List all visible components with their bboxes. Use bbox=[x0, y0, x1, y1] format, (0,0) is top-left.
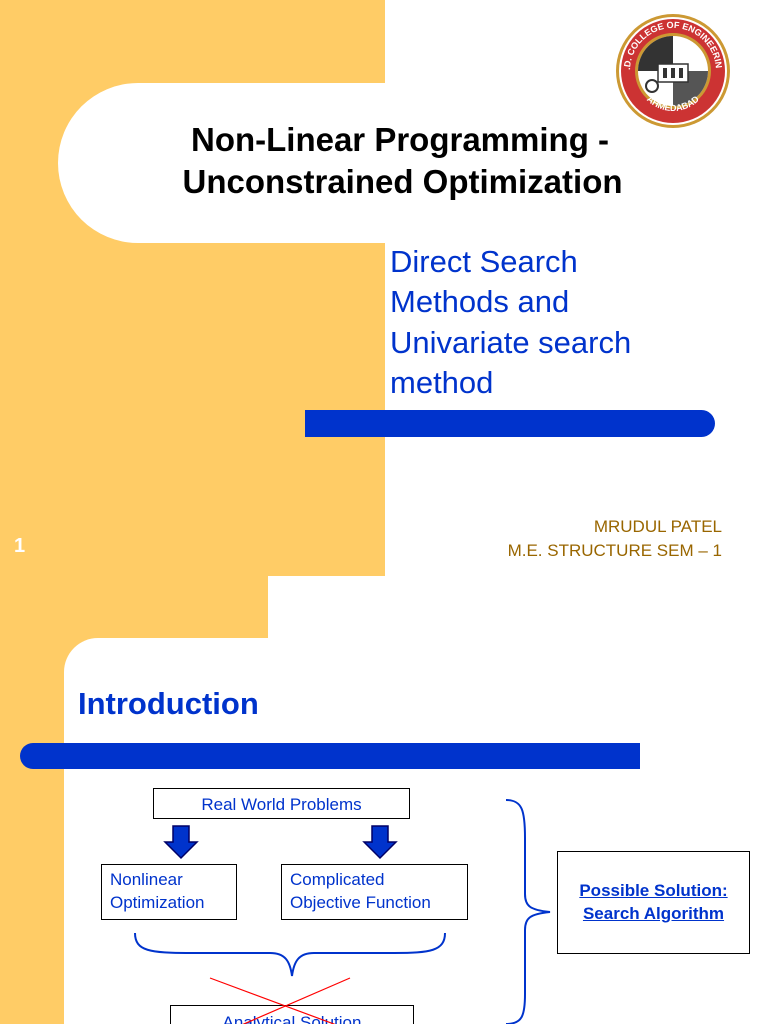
author-course: M.E. STRUCTURE SEM – 1 bbox=[507, 541, 722, 560]
title-slide: Non-Linear Programming - Unconstrained O… bbox=[0, 0, 730, 576]
slide-number: 1 bbox=[14, 535, 26, 557]
logo-seal: L.D. COLLEGE OF ENGINEERING AHMEDABAD bbox=[610, 4, 730, 128]
curly-brace-icon bbox=[505, 799, 551, 1024]
crossout-lines bbox=[209, 977, 351, 1024]
down-arrow-icon bbox=[163, 825, 199, 860]
subtitle-line-4: method bbox=[390, 365, 494, 400]
nonlinear-line-2: Optimization bbox=[110, 893, 205, 912]
accent-bar bbox=[305, 410, 715, 437]
possible-solution-box: Possible Solution: Search Algorithm bbox=[557, 851, 750, 954]
slide-title-line-1: Non-Linear Programming - bbox=[190, 121, 610, 158]
subtitle-line-3: Univariate search bbox=[390, 325, 632, 360]
curly-brace-icon bbox=[134, 932, 446, 977]
intro-title: Introduction bbox=[78, 686, 259, 721]
solution-line-2: Search Algorithm bbox=[582, 904, 725, 923]
nonlinear-optimization-box: Nonlinear Optimization bbox=[101, 864, 237, 920]
author-name: MRUDUL PATEL bbox=[593, 517, 722, 536]
down-arrow-icon bbox=[362, 825, 398, 860]
intro-bar bbox=[20, 743, 640, 769]
real-world-problems-box: Real World Problems bbox=[153, 788, 410, 819]
introduction-slide: Introduction Real World Problems Nonline… bbox=[0, 576, 768, 1024]
subtitle-line-2: Methods and bbox=[390, 284, 570, 319]
analytical-solution-box: Analytical Solution bbox=[170, 1005, 414, 1024]
complicated-objective-box: Complicated Objective Function bbox=[281, 864, 468, 920]
slide-title-line-2: Unconstrained Optimization bbox=[182, 163, 623, 200]
complicated-line-1: Complicated bbox=[290, 870, 385, 889]
solution-line-1: Possible Solution: bbox=[579, 881, 728, 900]
subtitle-line-1: Direct Search bbox=[390, 244, 578, 279]
complicated-line-2: Objective Function bbox=[290, 893, 431, 912]
nonlinear-line-1: Nonlinear bbox=[110, 870, 183, 889]
